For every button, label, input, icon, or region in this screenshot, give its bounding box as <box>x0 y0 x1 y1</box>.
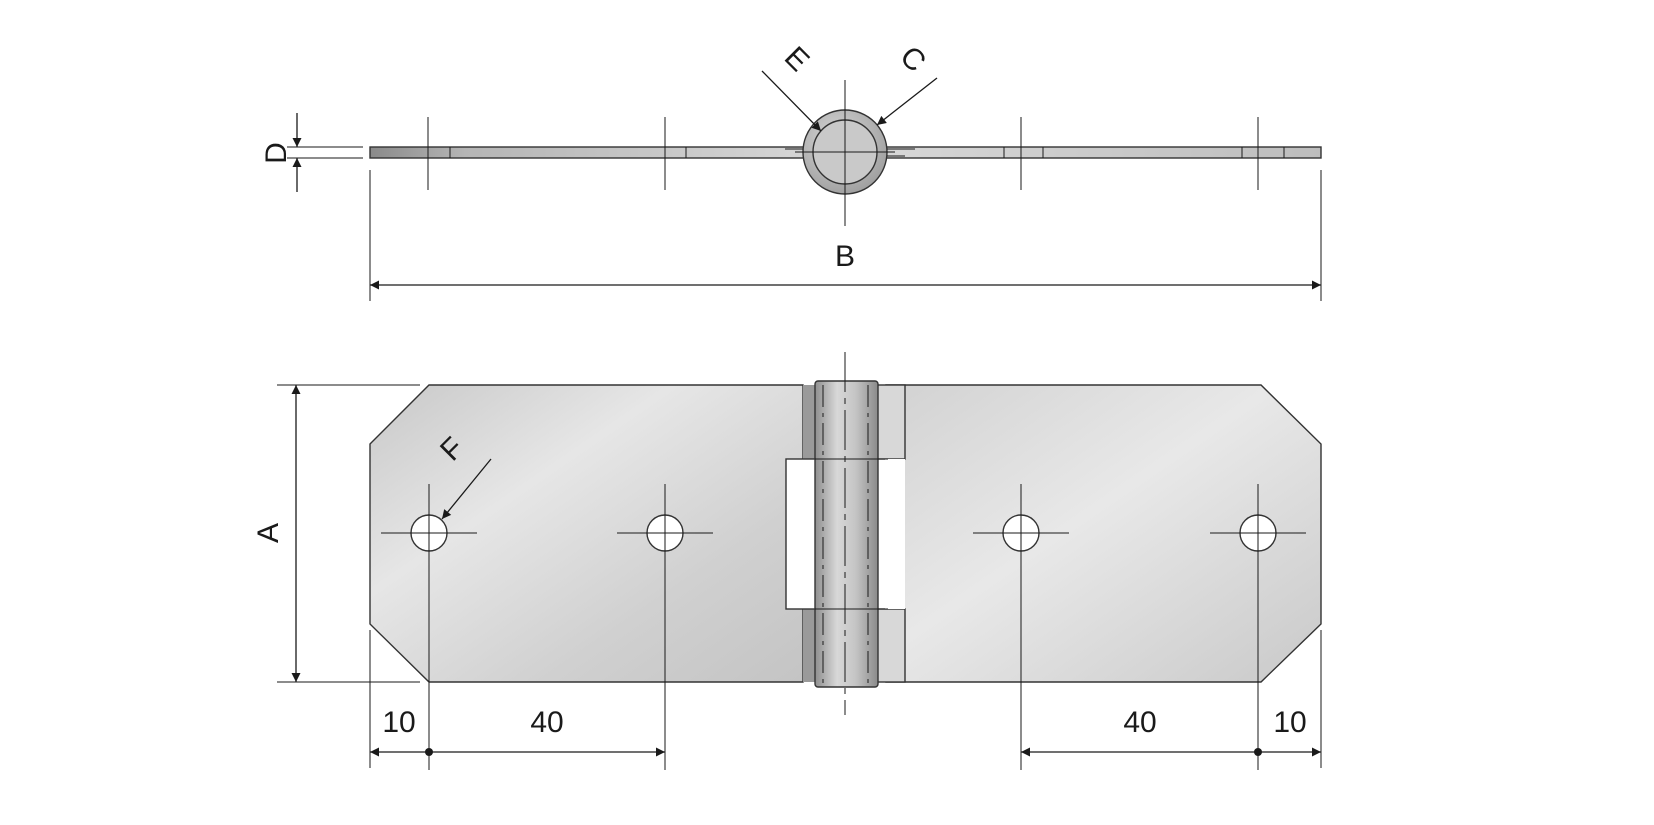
front-view: F A 10 40 40 10 <box>252 352 1322 770</box>
label-d: D <box>260 142 293 164</box>
leader-c <box>876 77 938 126</box>
leader-f <box>441 458 492 520</box>
hinge-pin <box>814 380 879 688</box>
leaf-cutout <box>785 458 817 610</box>
dim-right-spacing: 40 <box>1123 706 1156 739</box>
hole-1 <box>381 484 477 770</box>
dim-left-spacing: 40 <box>530 706 563 739</box>
label-c: C <box>893 40 932 79</box>
dim-right-edge: 10 <box>1273 706 1306 739</box>
leader-e <box>761 70 822 132</box>
hole-2 <box>617 484 713 770</box>
hole-4 <box>1210 484 1306 770</box>
side-view: E C D B <box>260 40 1322 301</box>
label-a: A <box>252 523 285 543</box>
hole-3 <box>973 484 1069 770</box>
label-e: E <box>778 41 815 78</box>
label-b: B <box>835 240 855 273</box>
dim-left-edge: 10 <box>382 706 415 739</box>
